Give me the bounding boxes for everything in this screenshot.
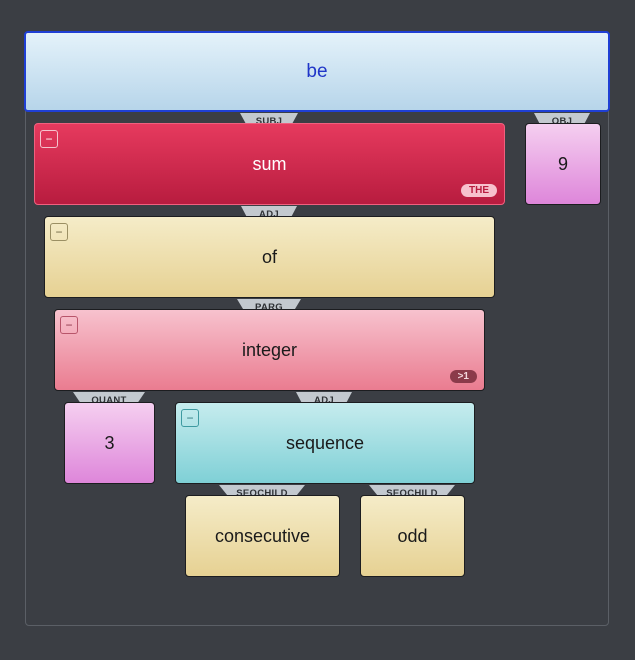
node-3[interactable]: 3 xyxy=(64,402,155,484)
node-label: integer xyxy=(241,339,298,360)
node-label: sum xyxy=(252,153,287,174)
node-consecutive[interactable]: consecutive xyxy=(185,495,340,577)
collapse-button[interactable]: − xyxy=(181,409,199,427)
node-label: be xyxy=(306,60,328,82)
node-label: odd xyxy=(397,525,428,546)
node-label: 3 xyxy=(104,432,115,453)
node-9[interactable]: 9 xyxy=(525,123,601,205)
node-label: 9 xyxy=(557,153,568,174)
node-label: of xyxy=(261,246,277,267)
node-sum[interactable]: − sum THE xyxy=(34,123,505,205)
collapse-button[interactable]: − xyxy=(50,223,68,241)
cardinality-badge: >1 xyxy=(449,370,477,383)
collapse-button[interactable]: − xyxy=(40,130,58,148)
node-sequence[interactable]: − sequence xyxy=(175,402,475,484)
node-odd[interactable]: odd xyxy=(360,495,465,577)
node-label: sequence xyxy=(285,432,365,453)
determiner-badge: THE xyxy=(461,184,497,197)
collapse-button[interactable]: − xyxy=(60,316,78,334)
root-node-be[interactable]: be xyxy=(24,31,610,112)
node-label: consecutive xyxy=(214,525,311,546)
node-integer[interactable]: − integer >1 xyxy=(54,309,485,391)
node-of[interactable]: − of xyxy=(44,216,495,298)
